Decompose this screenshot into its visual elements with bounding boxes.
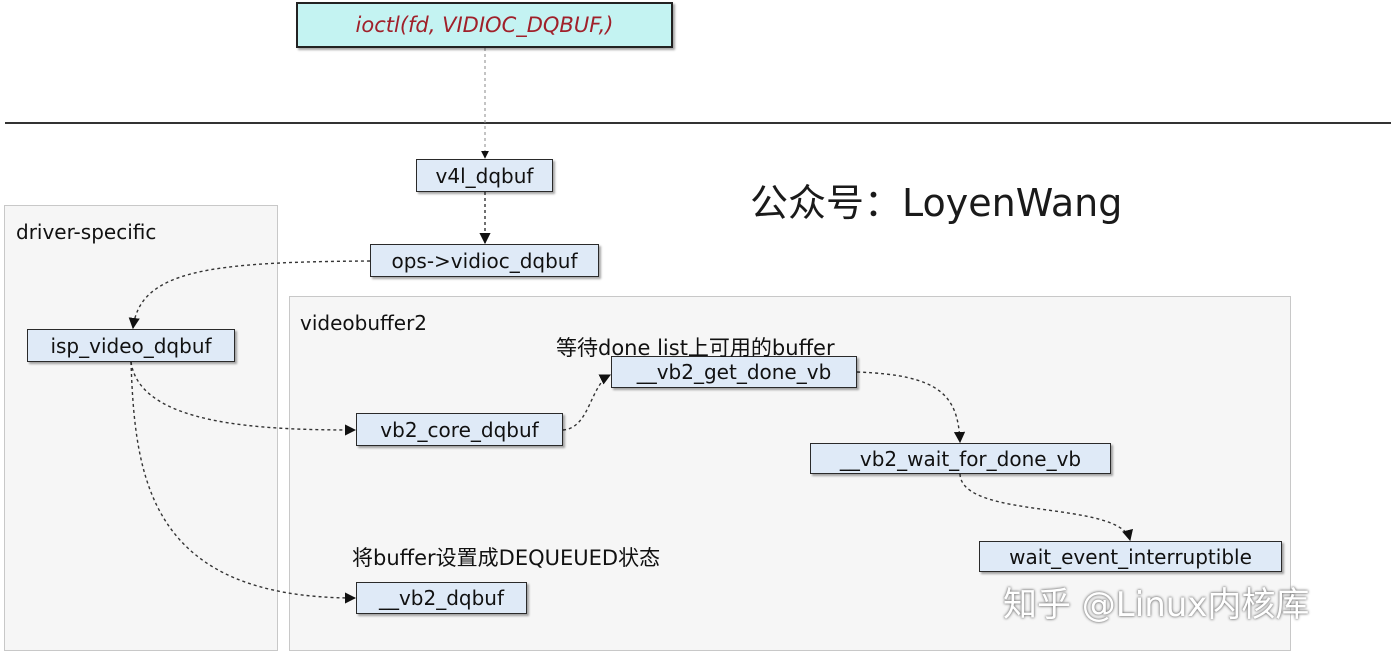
zhihu-watermark: 知乎 @Linux内核库 [1003, 585, 1310, 625]
user-kernel-separator [5, 122, 1391, 124]
videobuffer2-label: videobuffer2 [300, 311, 428, 335]
isp-video-dqbuf-node: isp_video_dqbuf [27, 329, 235, 362]
edge-ops-to-isp [128, 260, 371, 330]
edge-isp-to-core [130, 361, 357, 436]
edge-isp-to-dqbuf [130, 361, 357, 604]
wechat-watermark: 公众号：LoyenWang [750, 181, 1123, 225]
vb2-wait-for-done-vb-node: __vb2_wait_for_done_vb [810, 443, 1111, 474]
edge-core-to-getdone [562, 374, 612, 431]
note-wait-done-list: 等待done list上可用的buffer [556, 336, 835, 360]
wait-event-interruptible-node: wait_event_interruptible [979, 541, 1282, 572]
v4l-dqbuf-node: v4l_dqbuf [416, 159, 553, 192]
vb2-get-done-vb-node: __vb2_get_done_vb [611, 356, 857, 388]
driver-specific-label: driver-specific [16, 220, 157, 244]
edge-wait-to-event [959, 473, 1133, 542]
ioctl-node: ioctl(fd, VIDIOC_DQBUF,) [296, 2, 673, 48]
note-set-dequeued: 将buffer设置成DEQUEUED状态 [352, 546, 661, 570]
edge-getdone-to-wait [856, 371, 966, 444]
vb2-core-dqbuf-node: vb2_core_dqbuf [356, 413, 563, 446]
ops-vidioc-dqbuf-node: ops->vidioc_dqbuf [370, 244, 599, 277]
vb2-dqbuf-node: __vb2_dqbuf [356, 582, 527, 614]
